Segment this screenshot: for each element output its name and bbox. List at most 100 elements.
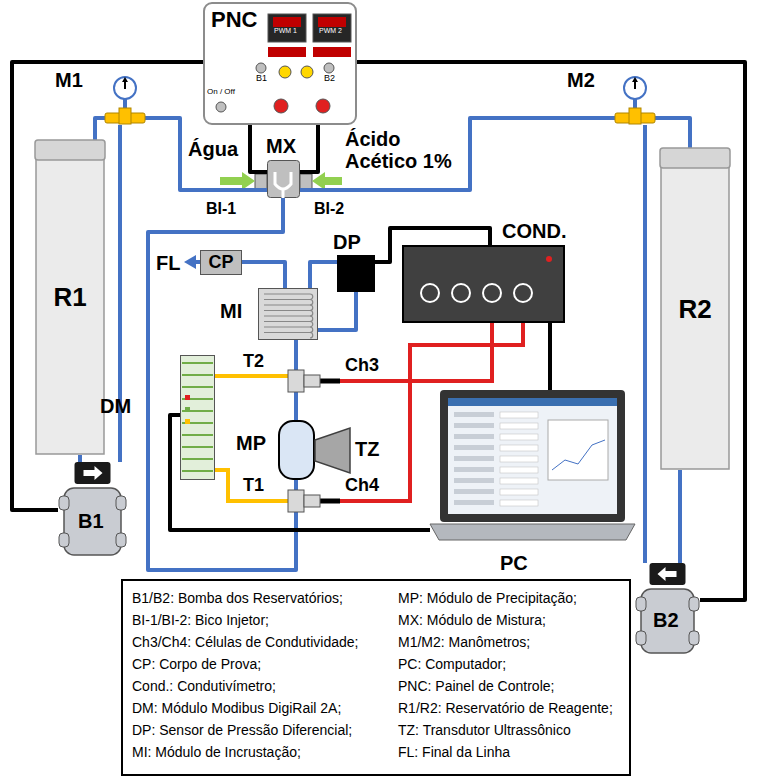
part-label: FL <box>156 252 180 274</box>
cable-connector <box>300 125 318 172</box>
reservoir: R1 <box>35 140 105 455</box>
pipe-connector <box>80 455 81 462</box>
node-label: COND. <box>502 220 566 242</box>
cable-connector <box>250 125 267 172</box>
node-label: DM <box>100 395 131 417</box>
node-label: DP <box>333 231 361 253</box>
pipe-connector <box>318 292 356 330</box>
part-label: Ácido Acético 1% <box>345 128 457 172</box>
legend-entry: M1/M2: Manômetros; <box>398 634 530 651</box>
mixing-module: MX <box>267 160 300 198</box>
part-label: T1 <box>243 476 264 496</box>
node-label: M1 <box>55 69 83 91</box>
part-label: Ch3 <box>345 356 379 376</box>
legend-entry: CP: Corpo de Prova; <box>132 656 261 673</box>
legend-entry: DM: Módulo Modibus DigiRail 2A; <box>132 700 341 717</box>
ultrasonic-transducer: TZ <box>315 428 350 473</box>
cable-connector <box>357 62 745 600</box>
pipe-connector <box>680 470 681 563</box>
signal-wire <box>215 374 288 378</box>
legend-entry: MI: Módulo de Incrustação; <box>132 744 301 761</box>
node-label: PNC <box>211 8 257 32</box>
scaling-module: MI <box>258 288 318 340</box>
pipe-connector <box>655 118 690 148</box>
legend-entry: DP: Sensor de Pressão Diferencial; <box>132 722 352 739</box>
precipitation-module: MP <box>278 420 315 480</box>
part-label: Água <box>188 138 238 160</box>
node-outline <box>337 255 375 292</box>
part-label: BI-2 <box>314 200 344 218</box>
node-outline <box>105 75 145 125</box>
pump: B2 <box>635 563 700 655</box>
node-label: R1 <box>53 283 86 312</box>
conductivity-meter: COND. <box>402 245 565 323</box>
pipe-connector <box>310 262 337 288</box>
cable-connector <box>550 323 551 390</box>
node-label: B1 <box>78 510 104 532</box>
node-outline <box>180 355 215 480</box>
reservoir: R2 <box>660 148 730 470</box>
computer: PC <box>430 390 635 550</box>
pressure-sensor: DP <box>337 255 375 292</box>
nozzle <box>255 174 267 190</box>
legend-frame <box>122 580 630 775</box>
legend-entry: Cond.: Condutivímetro; <box>132 678 276 695</box>
part-label: B2 <box>324 74 335 84</box>
outlet-arrowhead <box>184 255 196 269</box>
node-outline <box>258 288 318 340</box>
node-outline <box>315 428 350 473</box>
pressure-gauge: M2 <box>615 75 655 125</box>
pipe-connector <box>645 125 646 563</box>
legend-entry: TZ: Transdutor Ultrassônico <box>398 722 571 739</box>
node-label: M2 <box>567 69 595 91</box>
part-label: Ch4 <box>345 476 379 496</box>
pump: B1 <box>58 462 127 557</box>
cable-connector <box>12 62 203 510</box>
node-label: TZ <box>355 438 379 460</box>
nozzle <box>300 174 312 190</box>
node-outline <box>430 390 635 550</box>
pipe-connector <box>296 340 297 420</box>
node-label: CP <box>208 253 233 273</box>
legend-entry: MP: Módulo de Precipitação; <box>398 590 577 607</box>
legend-entry: Ch3/Ch4: Células de Condutividade; <box>132 634 358 651</box>
node-label: B2 <box>653 609 679 631</box>
inlet-arrow <box>312 172 342 190</box>
node-label: MX <box>266 135 296 157</box>
part-label: PWM 1 <box>274 27 297 35</box>
legend-entry: PC: Computador; <box>398 656 506 673</box>
signal-wire <box>215 470 288 501</box>
legend-entry: FL: Final da Linha <box>398 744 510 761</box>
node-outline <box>402 245 565 323</box>
legend-entry: PNC: Painel de Controle; <box>398 678 554 695</box>
part-label: On / Off <box>207 88 235 97</box>
inlet-arrow <box>220 172 255 190</box>
tee-fitting <box>304 375 320 387</box>
pipe-connector <box>145 118 267 190</box>
cell-cable <box>320 379 340 384</box>
node-outline <box>267 160 300 198</box>
part-label: B1 <box>256 74 267 84</box>
pipe-connector <box>95 118 105 140</box>
legend-entry: BI-1/BI-2: Bico Injetor; <box>132 612 269 629</box>
part-label: BI-1 <box>206 200 236 218</box>
tee-fitting <box>304 495 320 507</box>
node-outline <box>278 420 315 480</box>
tee-fitting <box>288 490 304 512</box>
control-panel: PNC <box>203 2 357 125</box>
pipe-connector <box>242 262 285 288</box>
tee-fitting <box>288 370 304 392</box>
part-label: T2 <box>243 352 264 372</box>
legend-entry: R1/R2: Reservatório de Reagente; <box>398 700 613 717</box>
node-outline <box>615 75 655 125</box>
pipe-connector <box>300 118 615 190</box>
part-label: PWM 2 <box>319 27 342 35</box>
legend-entry: MX: Módulo de Mistura; <box>398 612 546 629</box>
legend-entry: B1/B2: Bomba dos Reservatórios; <box>132 590 343 607</box>
test-specimen: CP <box>200 250 242 275</box>
pressure-gauge: M1 <box>105 75 145 125</box>
node-label: PC <box>500 552 528 574</box>
node-outline <box>58 462 127 557</box>
node-label: MP <box>236 432 266 454</box>
